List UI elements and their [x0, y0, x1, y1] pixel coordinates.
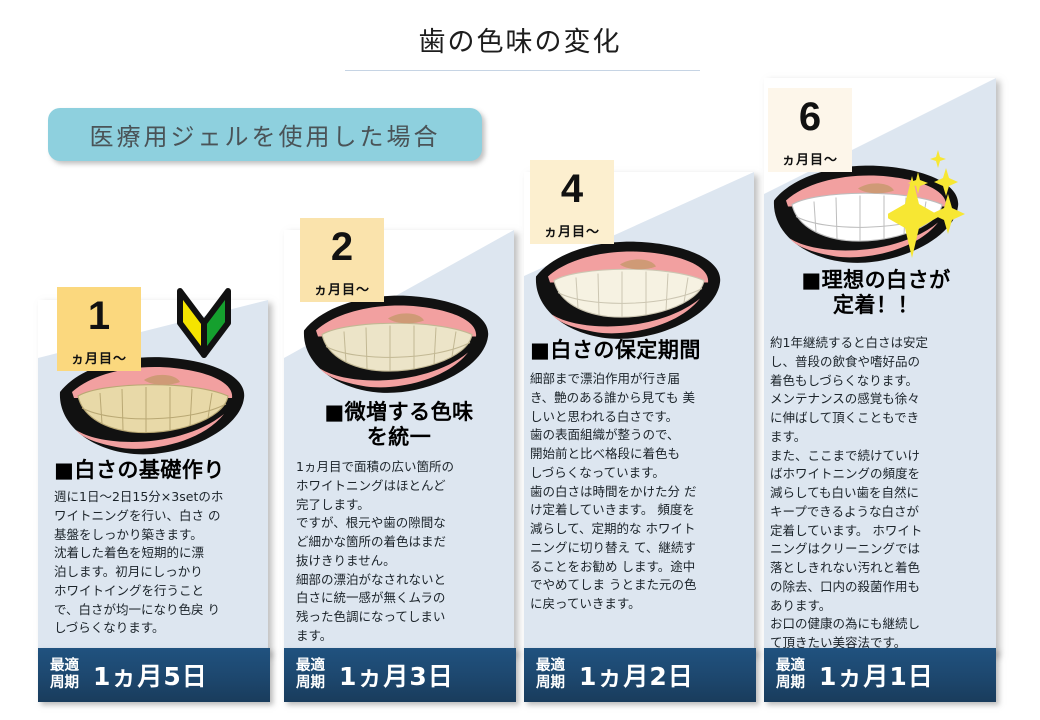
card-body-3: 細部まで漂泊作用が行き届 き、艶のある誰から見ても 美 しいと思われる白さです。… [530, 371, 697, 611]
cycle-bar-3: 最適 周期 1ヵ月2日 [524, 648, 756, 702]
card-body-1: 週に1日〜2日15分×3setのホ ワイトニングを行い、白さ の 基盤をしっかり… [54, 489, 224, 636]
mouth-illustration-3 [535, 241, 721, 339]
cycle-bar-2: 最適 周期 1ヵ月3日 [284, 648, 516, 702]
stage-badge-1: 1 ヵ月目〜 [57, 287, 141, 371]
cycle-value-3: 1ヵ月2日 [579, 662, 694, 691]
stage-badge-4: 6 ヵ月目〜 [768, 88, 852, 172]
beginner-mark-icon [177, 288, 231, 358]
stage-badge-3: 4 ヵ月目〜 [530, 160, 614, 244]
gel-banner-label: 医療用ジェルを使用した場合 [89, 123, 441, 151]
gel-banner: 医療用ジェルを使用した場合 [48, 108, 482, 161]
cycle-value-2: 1ヵ月3日 [339, 662, 454, 691]
cycle-label-4: 最適 周期 [776, 658, 805, 691]
cycle-bar-4: 最適 周期 1ヵ月1日 [764, 648, 996, 702]
card-heading-4: ■理想の白さが 定着！！ [801, 268, 951, 317]
cycle-value-4: 1ヵ月1日 [819, 662, 934, 691]
card-body-2: 1ヵ月目で面積の広い箇所の ホワイトニングはほとんど 完了します。 ですが、根元… [296, 459, 454, 643]
mouth-illustration-1 [59, 357, 245, 455]
stage-badge-2: 2 ヵ月目〜 [300, 218, 384, 302]
cycle-label-1: 最適 周期 [50, 658, 79, 691]
stage-number-3: 4 [560, 167, 584, 211]
card-body-4: 約1年継続すると白さは安定 し、普段の飲食や嗜好品の 着色もしづらくなります。 … [770, 335, 928, 650]
cycle-bar-1: 最適 周期 1ヵ月5日 [38, 648, 270, 702]
page-title: 歯の色味の変化 [418, 27, 622, 58]
stage-month-suffix-3: ヵ月目〜 [543, 225, 600, 240]
stage-month-suffix-4: ヵ月目〜 [781, 153, 838, 168]
cycle-value-1: 1ヵ月5日 [93, 662, 208, 691]
stage-number-1: 1 [87, 294, 111, 338]
card-heading-2: ■微増する色味 を統一 [324, 400, 474, 449]
mouth-illustration-2 [303, 295, 489, 393]
stage-month-suffix-2: ヵ月目〜 [313, 283, 370, 298]
stage-number-4: 6 [798, 95, 822, 139]
card-heading-1: ■白さの基礎作り [54, 458, 225, 482]
cycle-label-3: 最適 周期 [536, 658, 565, 691]
title-divider [345, 70, 700, 71]
stage-number-2: 2 [330, 225, 354, 269]
card-heading-3: ■白さの保定期間 [530, 338, 701, 362]
mouth-illustration-4 [773, 165, 959, 263]
cycle-label-2: 最適 周期 [296, 658, 325, 691]
stage-month-suffix-1: ヵ月目〜 [70, 352, 127, 367]
